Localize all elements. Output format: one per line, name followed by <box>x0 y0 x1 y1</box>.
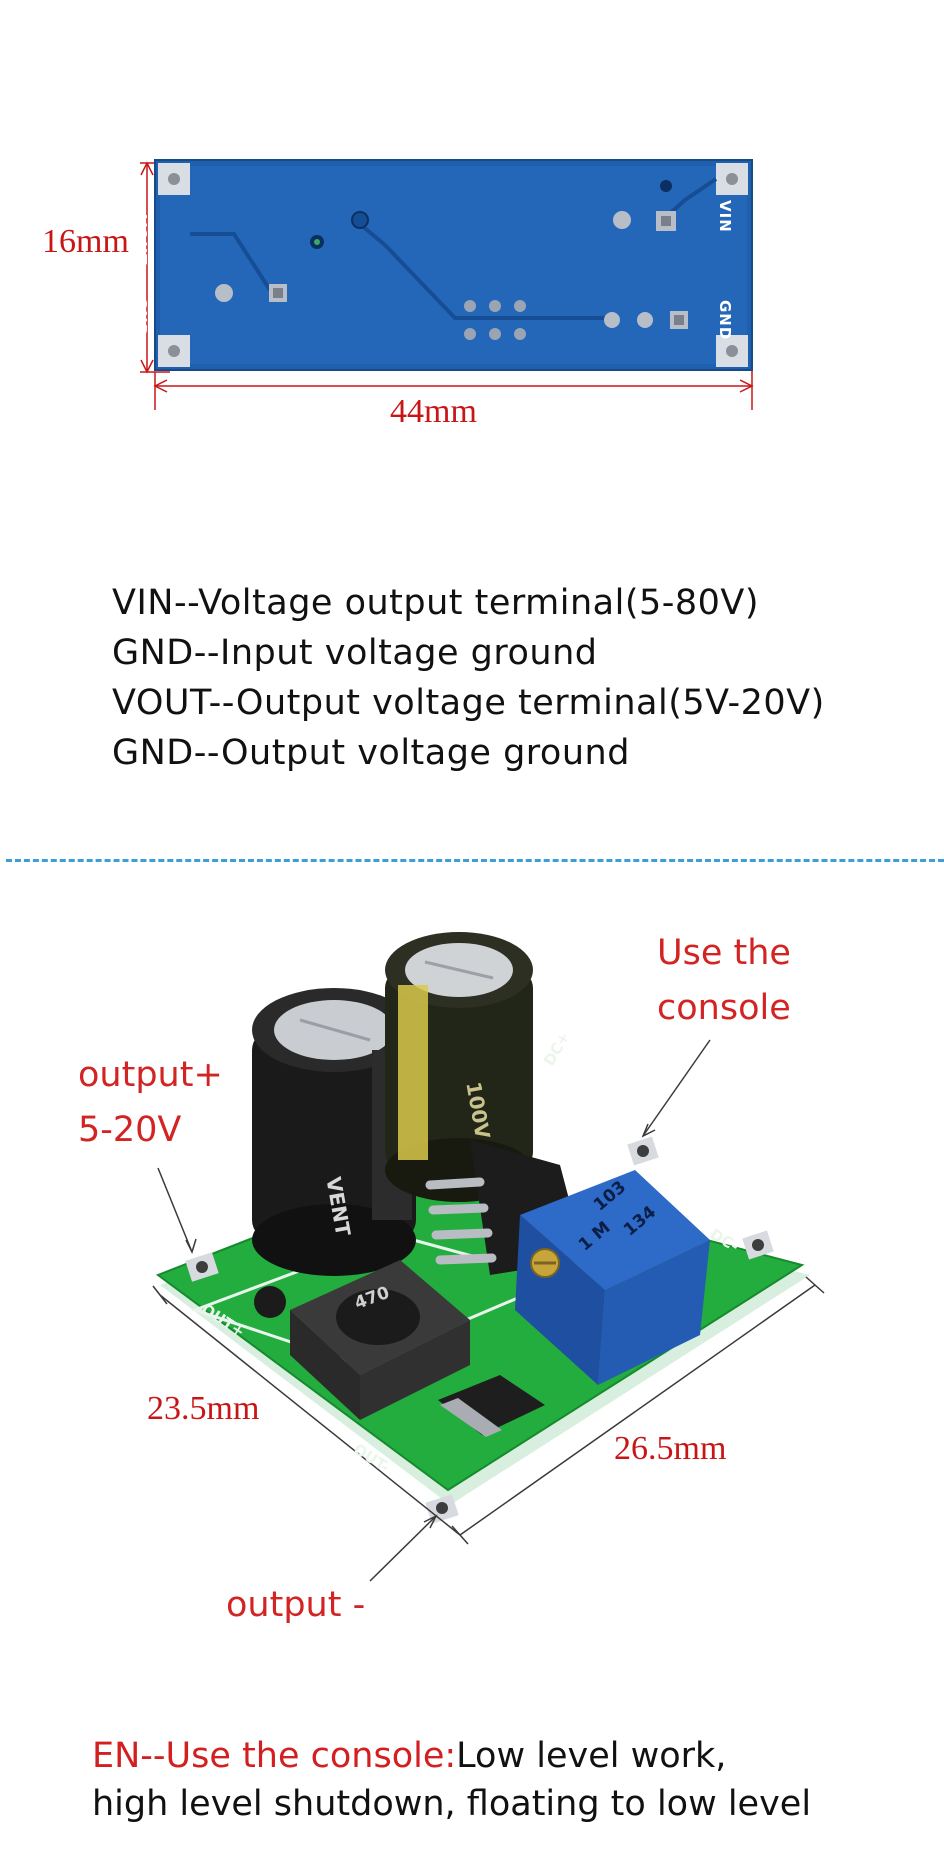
module-pads <box>185 1136 774 1524</box>
pin-description-vin: VIN--Voltage output terminal(5-80V) <box>112 583 760 623</box>
en-note-text-1: Low level work, <box>456 1736 727 1776</box>
callout-output-plus: output+ 5-20V <box>78 1055 223 1150</box>
width-label: 44mm <box>390 393 477 430</box>
trimmer-potentiometer <box>515 1170 710 1385</box>
schottky-diode <box>438 1375 545 1437</box>
section-divider <box>6 859 944 862</box>
board-top-view <box>140 159 754 410</box>
corner-pads <box>158 163 748 367</box>
callout-leaders <box>157 1039 711 1582</box>
pin-description-vout: VOUT--Output voltage terminal(5V-20V) <box>112 683 825 723</box>
inductor <box>290 1260 470 1420</box>
pin-description-gnd-input: GND--Input voltage ground <box>112 633 598 673</box>
en-note-line-2: high level shutdown, floating to low lev… <box>92 1784 812 1824</box>
pin-label-vin: VIN <box>716 200 734 233</box>
pin-description-gnd-output: GND--Output voltage ground <box>112 733 630 773</box>
pcb-pads <box>215 180 688 340</box>
height-label: 16mm <box>42 223 129 260</box>
pin-description-list: VIN--Voltage output terminal(5-80V) GND-… <box>112 578 825 778</box>
pin-label-gnd-right: GND <box>716 300 734 341</box>
pin-label-vout: VOUT <box>132 215 150 266</box>
module-illustration <box>152 932 825 1582</box>
callout-output-minus: output - <box>226 1585 366 1625</box>
module-dim-left: 23.5mm <box>147 1390 260 1427</box>
en-note-line-1: EN--Use the console:Low level work, <box>92 1736 726 1776</box>
pin-label-gnd-left: GND <box>132 297 150 338</box>
module-dimension-lines <box>152 1276 825 1545</box>
callout-console: Use the console <box>657 933 791 1028</box>
capacitor-right <box>385 932 533 1202</box>
module-dim-right: 26.5mm <box>614 1430 727 1467</box>
en-note-label: EN--Use the console: <box>92 1736 457 1776</box>
